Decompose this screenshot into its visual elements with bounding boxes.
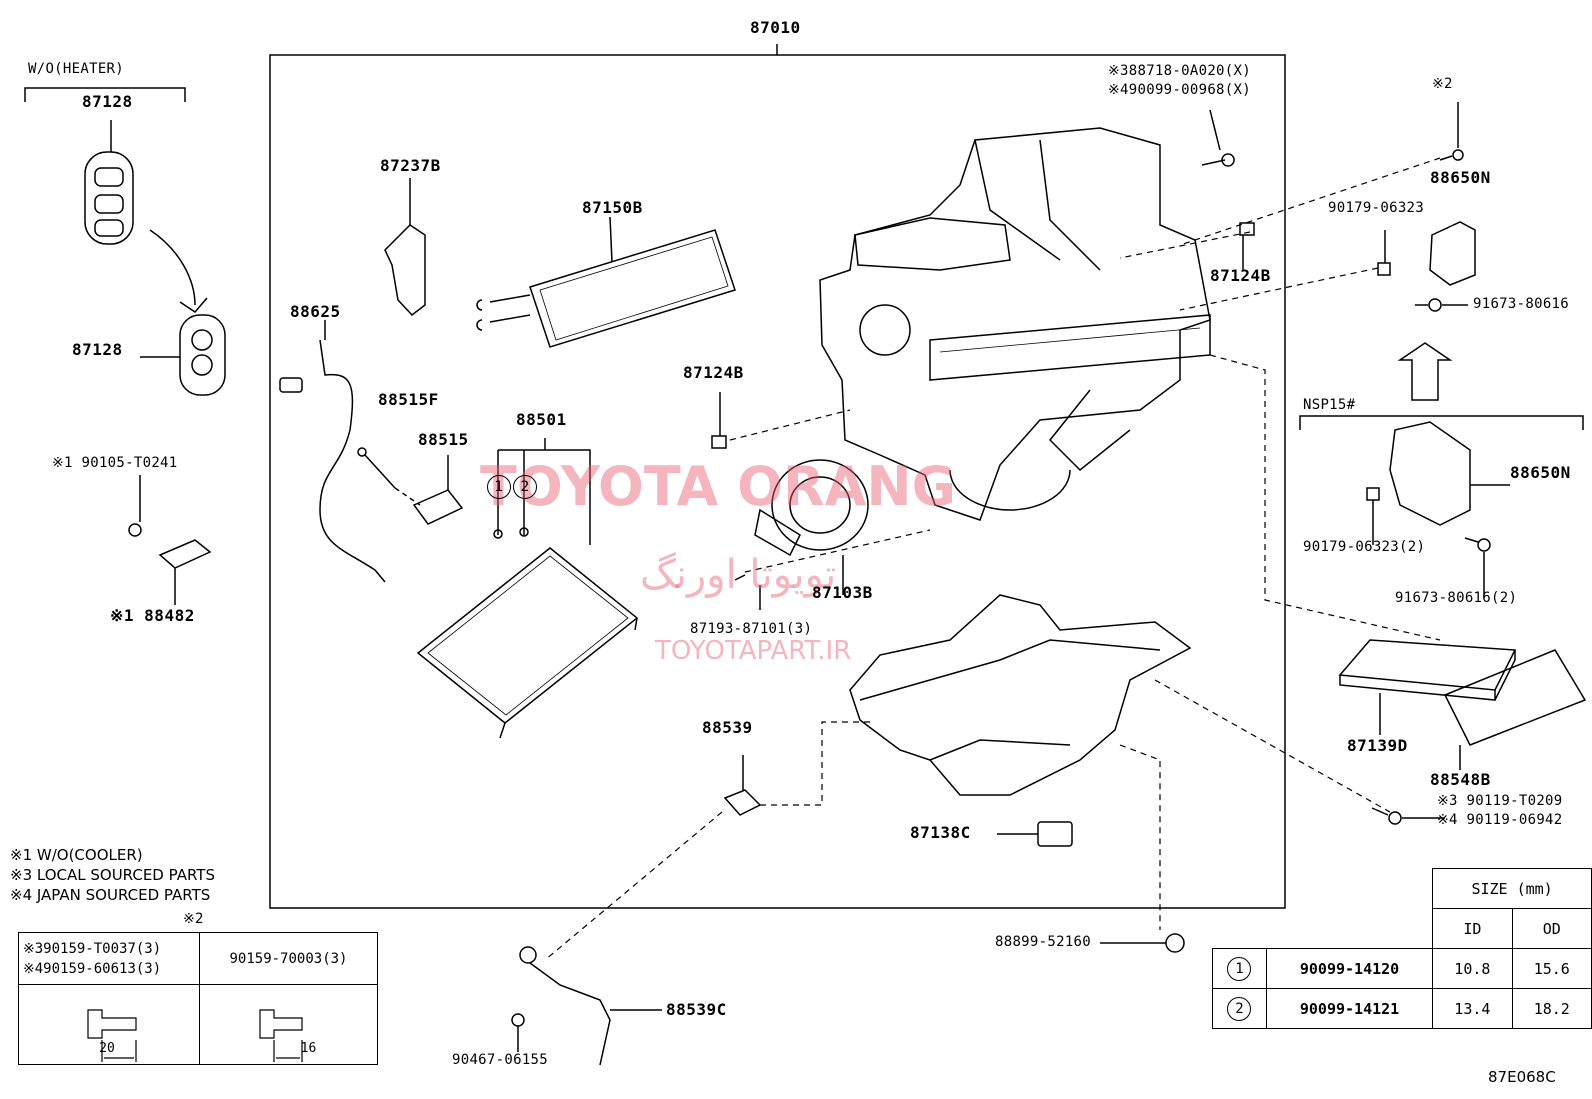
air-filter-drawing bbox=[1338, 639, 1517, 691]
label-note2: ※2 bbox=[1432, 76, 1453, 92]
label-91673-top: 91673-80616 bbox=[1473, 296, 1570, 312]
label-87237B: 87237B bbox=[380, 156, 441, 175]
grommet-drawing bbox=[84, 151, 134, 245]
size-row2-part: 90099-14121 bbox=[1265, 988, 1434, 1029]
size-table: SIZE (mm) ID OD 1 90099-14120 10.8 15.6 … bbox=[1212, 868, 1592, 1029]
bolt-table-col1-line1: ※390159-T0037(3) bbox=[23, 940, 162, 957]
circle-number-2: 2 bbox=[513, 475, 537, 499]
bolt-table-col1: ※390159-T0037(3) ※490159-60613(3) bbox=[18, 932, 200, 985]
label-88539C: 88539C bbox=[666, 1000, 727, 1019]
label-87128-top: 87128 bbox=[82, 92, 133, 111]
bolt-table-mark: ※2 bbox=[183, 911, 204, 927]
label-87124B-mid: 87124B bbox=[683, 363, 744, 382]
table-row: 1 90099-14120 10.8 15.6 bbox=[1212, 948, 1592, 989]
label-87128-bottom: 87128 bbox=[72, 340, 123, 359]
label-88548B: 88548B bbox=[1430, 770, 1491, 789]
label-87103B: 87103B bbox=[812, 583, 873, 602]
size-row2-id: 13.4 bbox=[1432, 988, 1513, 1029]
bolt-length-16: 16 bbox=[300, 1041, 317, 1056]
size-table-col-id: ID bbox=[1432, 908, 1513, 949]
label-88650N-top: 88650N bbox=[1430, 168, 1491, 187]
label-88501: 88501 bbox=[516, 410, 567, 429]
heater-core-drawing bbox=[476, 216, 736, 348]
size-row2-od: 18.2 bbox=[1511, 988, 1592, 1029]
label-87010: 87010 bbox=[750, 18, 801, 37]
bolt-table-len1-cell: 20 bbox=[18, 984, 200, 1065]
label-90179-top: 90179-06323 bbox=[1328, 200, 1425, 216]
size-row1-part: 90099-14120 bbox=[1265, 948, 1434, 989]
label-87124B-top: 87124B bbox=[1210, 266, 1271, 285]
label-88539: 88539 bbox=[702, 718, 753, 737]
bolt-table-col1-line2: ※490159-60613(3) bbox=[23, 960, 162, 977]
size-row2-num: 2 bbox=[1227, 996, 1252, 1021]
label-90119-japan: ※4 90119-06942 bbox=[1437, 812, 1563, 828]
table-row: 2 90099-14121 13.4 18.2 bbox=[1212, 988, 1592, 1029]
label-88515: 88515 bbox=[418, 430, 469, 449]
bracket-drawing bbox=[384, 224, 426, 317]
label-88515F: 88515F bbox=[378, 390, 439, 409]
label-88482: ※1 88482 bbox=[110, 606, 195, 625]
note-japan-sourced: ※4 JAPAN SOURCED PARTS bbox=[10, 886, 211, 904]
connector-drawing bbox=[1037, 821, 1073, 847]
size-row1-id: 10.8 bbox=[1432, 948, 1513, 989]
label-90467: 90467-06155 bbox=[452, 1052, 549, 1068]
watermark-line3: TOYOTAPART.IR bbox=[655, 636, 852, 666]
watermark-line1: TOYOTA ORANG bbox=[480, 455, 956, 518]
figure-code: 87E068C bbox=[1488, 1068, 1556, 1086]
nsp-caption: NSP15# bbox=[1303, 397, 1356, 413]
label-88650N-bottom: 88650N bbox=[1510, 463, 1571, 482]
label-88899: 88899-52160 bbox=[995, 934, 1092, 950]
sensor-wire bbox=[319, 339, 386, 583]
label-90099-00968: ※490099-00968(X) bbox=[1108, 82, 1251, 98]
size-row1-num: 1 bbox=[1227, 956, 1252, 981]
bolt-length-20: 20 bbox=[99, 1041, 115, 1056]
label-88718: ※388718-0A020(X) bbox=[1108, 63, 1251, 79]
circle-number-1: 1 bbox=[487, 475, 511, 499]
label-88625: 88625 bbox=[290, 302, 341, 321]
heater-caption: W/O(HEATER) bbox=[28, 61, 125, 77]
size-table-header: SIZE (mm) bbox=[1432, 868, 1592, 909]
size-row1-od: 15.6 bbox=[1511, 948, 1592, 989]
bolt-table: ※390159-T0037(3) ※490159-60613(3) 90159-… bbox=[18, 932, 378, 1065]
label-90179-bottom: 90179-06323(2) bbox=[1303, 539, 1426, 555]
label-87193: 87193-87101(3) bbox=[690, 621, 813, 637]
size-table-col-od: OD bbox=[1511, 908, 1592, 949]
label-87138C: 87138C bbox=[910, 823, 971, 842]
label-91673-bottom: 91673-80616(2) bbox=[1395, 590, 1518, 606]
label-87139D: 87139D bbox=[1347, 736, 1408, 755]
arrow-up-icon bbox=[1397, 342, 1453, 401]
blower-motor-drawing bbox=[754, 459, 869, 595]
bolt-table-len2-cell: 16 bbox=[199, 984, 378, 1065]
lower-case-drawing bbox=[849, 594, 1192, 796]
bolt-table-col2: 90159-70003(3) bbox=[199, 932, 378, 985]
evaporator-drawing bbox=[416, 438, 639, 739]
label-90105: ※1 90105-T0241 bbox=[52, 455, 178, 471]
size-row1-num-cell: 1 bbox=[1212, 948, 1267, 989]
blower-resistor-drawing bbox=[1429, 221, 1476, 286]
note-local-sourced: ※3 LOCAL SOURCED PARTS bbox=[10, 866, 215, 884]
note-wo-cooler: ※1 W/O(COOLER) bbox=[10, 846, 143, 864]
size-row2-num-cell: 2 bbox=[1212, 988, 1267, 1029]
label-87150B: 87150B bbox=[582, 198, 643, 217]
watermark-line2: تویوتا اورنگ bbox=[640, 552, 837, 598]
label-90119-local: ※3 90119-T0209 bbox=[1437, 793, 1563, 809]
